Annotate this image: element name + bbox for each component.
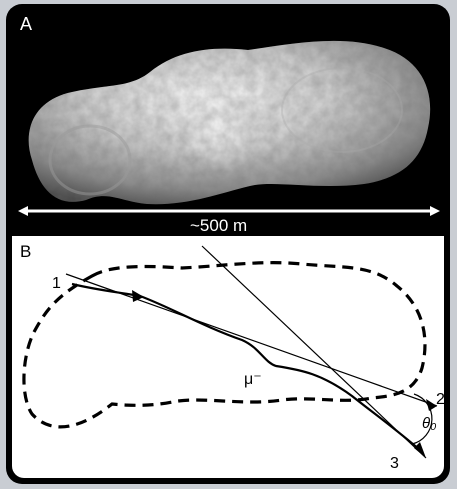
trajectory-diagram: 1 2 3 μ⁻ θ₀: [22, 245, 444, 472]
panel-b: 1 2 3 μ⁻ θ₀ B: [12, 236, 444, 478]
scale-bar: [18, 206, 440, 216]
angle-arc: [411, 393, 433, 445]
track-label-3: 3: [390, 455, 399, 472]
track-label-2: 2: [436, 391, 444, 408]
angle-label: θ₀: [422, 415, 436, 432]
muon-label: μ⁻: [244, 371, 262, 388]
panel-label-a: A: [20, 14, 33, 34]
trajectory-line-3-straight: [201, 245, 427, 459]
asteroid-outline: [22, 261, 427, 429]
muon-track-scattered: [139, 294, 421, 451]
asteroid-image: [18, 40, 440, 216]
scale-label: ~500 m: [190, 216, 248, 235]
panel-label-b: B: [20, 242, 32, 261]
trajectory-line-2: [65, 273, 438, 407]
panel-a: A ~500 m: [12, 10, 444, 236]
track-label-1: 1: [52, 275, 61, 292]
muon-track-incoming: [71, 282, 141, 298]
